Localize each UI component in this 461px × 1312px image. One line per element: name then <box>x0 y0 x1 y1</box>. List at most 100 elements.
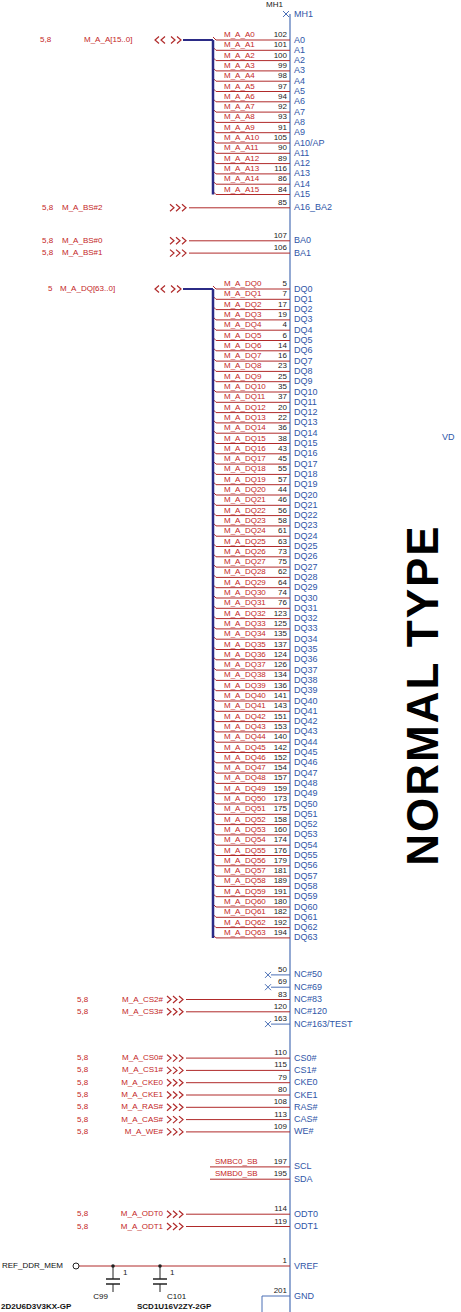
pin-name: DQ51 <box>294 810 318 819</box>
net-label: M_A_DQ23 <box>224 517 266 525</box>
net-label: M_A_DQ35 <box>224 641 266 649</box>
net-label: M_A_DQ5 <box>224 332 261 340</box>
offpage-chevron <box>161 286 165 293</box>
pin-number: 191 <box>274 888 287 896</box>
net-label: M_A_DQ46 <box>224 754 266 762</box>
net-label: M_A_DQ11 <box>224 393 265 401</box>
net-label: M_A_ODT0 <box>121 1210 163 1218</box>
pin-number: 134 <box>274 671 287 679</box>
bus-line <box>183 39 213 41</box>
pin-number: 180 <box>274 898 287 906</box>
pin-name: DQ40 <box>294 697 318 706</box>
offpage-chevron <box>179 1211 183 1218</box>
pin-number: 46 <box>278 496 287 504</box>
pin-name: DQ62 <box>294 923 318 932</box>
pin-number: 125 <box>274 620 287 628</box>
offpage-chevron <box>176 237 180 244</box>
junction-dot <box>158 1264 162 1268</box>
pin-name: DQ36 <box>294 655 318 664</box>
net-label: M_A_DQ4 <box>224 321 261 329</box>
net-label: M_A_CS3# <box>122 1008 163 1016</box>
net-label: M_A_A7 <box>224 103 255 111</box>
net-label: M_A_DQ50 <box>224 795 266 803</box>
pin-stub <box>271 987 290 988</box>
pin-number: 62 <box>278 568 287 576</box>
offpage-chevron <box>170 250 174 257</box>
net-label: M_A_DQ54 <box>224 836 266 844</box>
offpage-chevron <box>173 1223 177 1230</box>
pin-name: ODT0 <box>294 1210 318 1219</box>
net-label: M_A_DQ16 <box>224 445 266 453</box>
net-label: M_A_DQ52 <box>224 816 266 824</box>
pin-number: 141 <box>274 692 287 700</box>
type-title: NORMAL TYPE <box>401 524 445 865</box>
pin-name: DQ53 <box>294 830 318 839</box>
pin-number: 74 <box>278 589 287 597</box>
offpage-chevron <box>179 996 183 1003</box>
pin-number: 50 <box>278 966 287 974</box>
pin-number: 7 <box>283 290 287 298</box>
net-label: M_A_DQ44 <box>224 733 266 741</box>
offpage-chevron <box>173 1008 177 1015</box>
pin-name: DQ9 <box>294 377 313 386</box>
part-label: C99 <box>93 1293 108 1301</box>
pin-number: 152 <box>274 754 287 762</box>
pin-name: DQ20 <box>294 491 318 500</box>
pin-name: DQ0 <box>294 285 313 294</box>
pin-number: 92 <box>278 103 287 111</box>
offpage-chevron <box>167 1223 171 1230</box>
pin-number: 86 <box>278 175 287 183</box>
offpage-chevron <box>171 286 175 293</box>
pin-name: DQ27 <box>294 563 318 572</box>
offpage-chevron <box>179 1104 183 1111</box>
pin-name: DQ22 <box>294 511 318 520</box>
net-label: M_A_DQ48 <box>224 774 266 782</box>
pin-name: DQ2 <box>294 305 313 314</box>
net-label: M_A_CS0# <box>122 1054 163 1062</box>
pin-number: 179 <box>274 857 287 865</box>
pin-number: 44 <box>278 486 287 494</box>
pin-number: 101 <box>274 41 287 49</box>
pin-number: 45 <box>278 455 287 463</box>
offpage-chevron <box>173 1067 177 1074</box>
bus-line <box>212 40 215 195</box>
pin-number: 63 <box>278 538 287 546</box>
pin-name: DQ47 <box>294 769 318 778</box>
net-label: M_A_DQ6 <box>224 342 261 350</box>
pin-name: A15 <box>294 190 310 199</box>
pin-name: DQ32 <box>294 614 318 623</box>
pin-name: DQ37 <box>294 666 318 675</box>
net-label: M_A_DQ17 <box>224 455 266 463</box>
offpage-chevron <box>173 1116 177 1123</box>
pin-name: DQ25 <box>294 542 318 551</box>
pin-number: 154 <box>274 764 287 772</box>
pin-number: 35 <box>278 383 287 391</box>
pin-number: 120 <box>274 1003 287 1011</box>
pin-number: 64 <box>278 579 287 587</box>
net-label: M_A_DQ20 <box>224 486 266 494</box>
part-label: C101 <box>167 1293 186 1301</box>
pin-number: 192 <box>274 919 287 927</box>
pin-number: 55 <box>278 465 287 473</box>
net-label: M_A_DQ18 <box>224 465 266 473</box>
pin-name: DQ39 <box>294 686 318 695</box>
pin-number: 197 <box>274 1158 287 1166</box>
pin-number: 25 <box>278 373 287 381</box>
net-label: M_A_DQ10 <box>224 383 266 391</box>
net-label: 5,8 <box>42 204 53 212</box>
net-port <box>73 1263 79 1269</box>
net-wire <box>216 937 290 938</box>
pin-name: DQ23 <box>294 521 318 530</box>
pin-number: 140 <box>274 733 287 741</box>
pin-number: 137 <box>274 641 287 649</box>
net-label: M_A_CS1# <box>122 1066 163 1074</box>
no-connect-mark <box>283 11 289 17</box>
ground-wire <box>262 1296 290 1297</box>
pin-name: DQ38 <box>294 676 318 685</box>
pin-number: 6 <box>283 332 287 340</box>
net-label: 5,8 <box>77 1210 88 1218</box>
net-label: 5 <box>48 285 52 293</box>
pin-number: 142 <box>274 744 287 752</box>
net-label: M_A_DQ53 <box>224 826 266 834</box>
pin-number: 4 <box>283 321 287 329</box>
